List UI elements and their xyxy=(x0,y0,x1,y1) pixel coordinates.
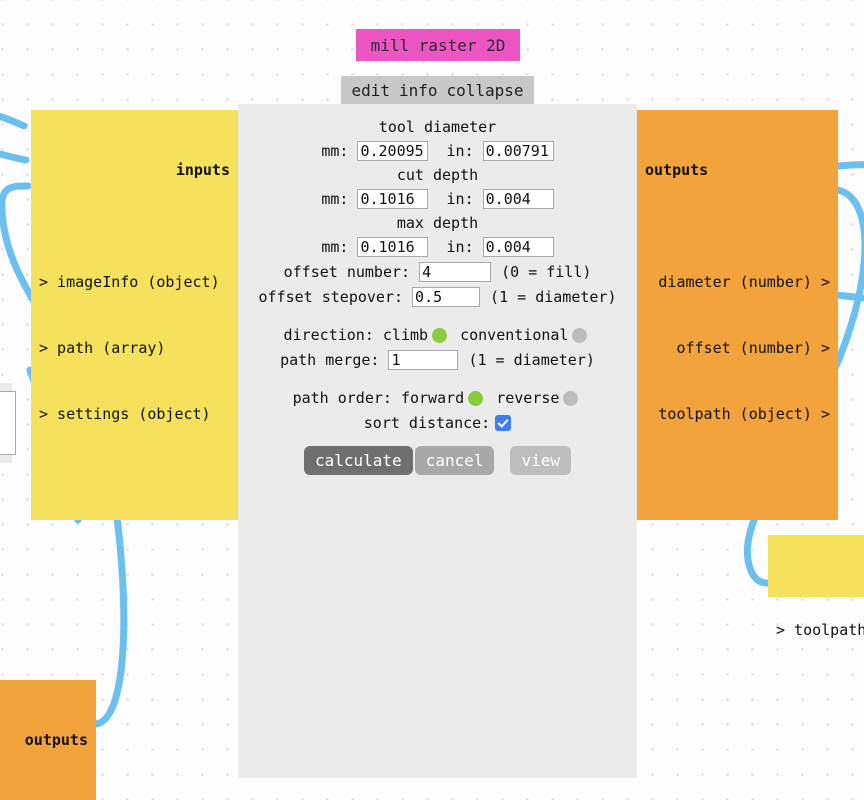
node-menu-bar: edit info collapse xyxy=(341,76,534,104)
tool-diameter-row: mm: in: xyxy=(238,139,637,163)
max-depth-in-label: in: xyxy=(446,238,474,256)
node-title-bar[interactable]: mill raster 2D xyxy=(356,29,520,61)
output-port-offset[interactable]: offset (number) > xyxy=(676,339,830,357)
sort-distance-checkbox[interactable] xyxy=(495,415,512,431)
input-port-path[interactable]: > path (array) xyxy=(39,339,166,357)
settings-output-header: outputs xyxy=(24,731,88,749)
offset-number-row: offset number: (0 = fill) xyxy=(238,260,637,284)
menu-item-info[interactable]: info xyxy=(398,80,438,100)
node-toolpath-input[interactable]: > toolpath xyxy=(768,535,864,639)
offset-stepover-row: offset stepover: (1 = diameter) xyxy=(238,285,637,309)
cut-depth-mm-label: mm: xyxy=(321,190,349,208)
tool-diameter-mm-label: mm: xyxy=(321,142,349,160)
offset-number-hint: (0 = fill) xyxy=(501,263,592,281)
outputs-header: outputs xyxy=(645,161,709,179)
clipped-node-panel xyxy=(0,383,16,463)
path-order-forward-radio[interactable] xyxy=(468,390,484,406)
calculate-button[interactable]: calculate xyxy=(303,446,413,475)
path-merge-row: path merge: (1 = diameter) xyxy=(238,348,637,372)
max-depth-mm-label: mm: xyxy=(321,238,349,256)
offset-number-input[interactable] xyxy=(419,262,492,282)
node-inputs[interactable]: inputs > imageInfo (object) > path (arra… xyxy=(31,110,238,520)
direction-row: direction: climb conventional xyxy=(238,323,637,347)
max-depth-in-input[interactable] xyxy=(482,237,554,257)
max-depth-row: mm: in: xyxy=(238,235,637,259)
cut-depth-mm-input[interactable] xyxy=(357,189,429,209)
wire-offset xyxy=(834,161,864,170)
node-form: tool diameter mm: in: cut depth mm: in: xyxy=(238,104,637,475)
direction-label: direction: xyxy=(283,326,374,344)
cut-depth-label: cut depth xyxy=(396,166,479,184)
spacer-2 xyxy=(238,373,637,386)
cut-depth-in-label: in: xyxy=(446,190,474,208)
clipped-node-field xyxy=(0,391,16,455)
path-order-option-reverse-label[interactable]: reverse xyxy=(496,389,560,407)
path-merge-label: path merge: xyxy=(280,351,380,369)
tool-diameter-label: tool diameter xyxy=(378,118,497,136)
direction-climb-radio[interactable] xyxy=(432,327,448,343)
direction-option-climb-label[interactable]: climb xyxy=(382,326,429,344)
max-depth-label: max depth xyxy=(396,214,479,232)
spacer-1 xyxy=(238,310,637,323)
wire-imageinfo xyxy=(0,112,28,130)
input-port-imageinfo[interactable]: > imageInfo (object) xyxy=(39,273,220,291)
offset-stepover-input[interactable] xyxy=(412,287,481,307)
direction-option-conventional-label[interactable]: conventional xyxy=(460,326,569,344)
inputs-header: inputs xyxy=(175,161,230,179)
path-merge-input[interactable] xyxy=(388,350,459,370)
direction-conventional-radio[interactable] xyxy=(572,327,588,343)
offset-stepover-hint: (1 = diameter) xyxy=(490,288,617,306)
tool-diameter-in-label: in: xyxy=(446,142,474,160)
mill-raster-node-panel: tool diameter mm: in: cut depth mm: in: xyxy=(238,104,637,778)
sort-distance-label: sort distance: xyxy=(363,414,491,432)
view-button[interactable]: view xyxy=(510,446,572,475)
cut-depth-row: mm: in: xyxy=(238,187,637,211)
path-order-reverse-radio[interactable] xyxy=(563,390,579,406)
tool-diameter-mm-input[interactable] xyxy=(357,141,429,161)
wire-path xyxy=(0,150,30,164)
sort-distance-row: sort distance: xyxy=(238,411,637,435)
output-port-toolpath[interactable]: toolpath (object) > xyxy=(658,405,830,423)
path-merge-hint: (1 = diameter) xyxy=(468,351,595,369)
path-order-option-forward-label[interactable]: forward xyxy=(400,389,465,407)
cut-depth-in-input[interactable] xyxy=(482,189,554,209)
menu-item-edit[interactable]: edit xyxy=(351,80,390,100)
node-settings-output[interactable]: outputs settings > xyxy=(0,680,96,800)
offset-stepover-label: offset stepover: xyxy=(258,288,404,306)
output-port-diameter[interactable]: diameter (number) > xyxy=(658,273,830,291)
action-button-row: calculate cancel view xyxy=(238,446,637,475)
cancel-button[interactable]: cancel xyxy=(414,446,495,475)
input-port-settings[interactable]: > settings (object) xyxy=(39,405,211,423)
node-title: mill raster 2D xyxy=(370,35,506,55)
menu-item-collapse[interactable]: collapse xyxy=(446,80,524,100)
tool-diameter-in-input[interactable] xyxy=(482,141,554,161)
node-outputs[interactable]: outputs diameter (number) > offset (numb… xyxy=(637,110,838,520)
path-order-row: path order: forward reverse xyxy=(238,386,637,410)
max-depth-mm-input[interactable] xyxy=(357,237,429,257)
input-port-toolpath[interactable]: > toolpath xyxy=(776,621,864,639)
path-order-label: path order: xyxy=(292,389,392,407)
offset-number-label: offset number: xyxy=(283,263,411,281)
